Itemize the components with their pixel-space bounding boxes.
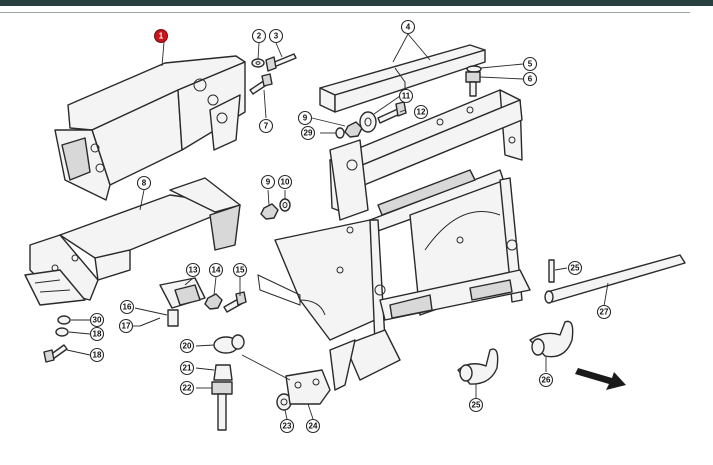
callout-3[interactable]: 3: [268, 28, 284, 44]
callout-22[interactable]: 22: [179, 380, 195, 396]
part-21-sleeve[interactable]: [195, 364, 233, 381]
part-7-bolt[interactable]: [249, 73, 273, 119]
part-24-block[interactable]: [241, 354, 331, 420]
part-25-pin-upper[interactable]: [548, 259, 568, 283]
callout-9-upper[interactable]: 9: [297, 110, 313, 126]
svg-text:29: 29: [304, 129, 313, 138]
part-20-bushing[interactable]: [195, 334, 245, 354]
callout-15[interactable]: 15: [232, 262, 248, 278]
callout-17[interactable]: 17: [118, 318, 134, 334]
part-12-bolt[interactable]: [377, 101, 407, 124]
svg-text:14: 14: [212, 266, 221, 275]
svg-text:18: 18: [93, 351, 102, 360]
part-27-shaft[interactable]: [544, 254, 686, 307]
svg-text:17: 17: [122, 322, 131, 331]
svg-text:23: 23: [283, 422, 292, 431]
svg-text:15: 15: [236, 266, 245, 275]
callout-27[interactable]: 27: [596, 304, 612, 320]
svg-text:30: 30: [93, 316, 102, 325]
svg-text:2: 2: [257, 32, 262, 41]
part-25-hook-lower[interactable]: [457, 348, 499, 398]
part-8-carrier[interactable]: [24, 177, 241, 306]
top-bar: [0, 0, 713, 6]
part-29-washer[interactable]: [320, 127, 345, 139]
part-26-hook[interactable]: [529, 320, 574, 372]
callout-5[interactable]: 5: [522, 56, 538, 72]
callout-21[interactable]: 21: [179, 360, 195, 376]
callout-1[interactable]: 1: [154, 29, 168, 43]
svg-text:18: 18: [93, 330, 102, 339]
svg-text:5: 5: [528, 60, 533, 69]
part-1-housing[interactable]: [54, 41, 246, 201]
svg-text:10: 10: [281, 178, 290, 187]
part-9-nut-upper[interactable]: [311, 117, 363, 138]
main-frame[interactable]: [257, 89, 531, 391]
part-23-washer[interactable]: [276, 393, 292, 420]
callout-18-mid[interactable]: 18: [89, 326, 105, 342]
callout-18-lower[interactable]: 18: [89, 347, 105, 363]
callout-30[interactable]: 30: [89, 312, 105, 328]
svg-text:25: 25: [571, 264, 580, 273]
part-2-washer[interactable]: [251, 42, 265, 68]
svg-text:24: 24: [309, 422, 318, 431]
svg-text:7: 7: [264, 122, 269, 131]
part-4-rails[interactable]: [319, 33, 486, 113]
part-3-bolt[interactable]: [265, 42, 297, 72]
part-9-nut-lower[interactable]: [260, 189, 279, 220]
callout-23[interactable]: 23: [279, 418, 295, 434]
callout-9-lower[interactable]: 9: [260, 174, 276, 190]
callout-6[interactable]: 6: [522, 71, 538, 87]
part-13-clamp[interactable]: [159, 277, 206, 309]
callout-8[interactable]: 8: [136, 175, 152, 191]
direction-arrow-icon: [575, 368, 626, 390]
part-6-bolt[interactable]: [465, 71, 524, 97]
callout-26[interactable]: 26: [538, 372, 554, 388]
callout-24[interactable]: 24: [305, 418, 321, 434]
svg-text:22: 22: [183, 384, 192, 393]
svg-text:16: 16: [123, 303, 132, 312]
callout-12[interactable]: 12: [413, 104, 429, 120]
part-17-split-pin[interactable]: [133, 317, 161, 327]
svg-text:9: 9: [266, 178, 271, 187]
callout-7[interactable]: 7: [258, 118, 274, 134]
callout-4[interactable]: 4: [400, 19, 416, 35]
part-18-washer-mid[interactable]: [55, 327, 91, 337]
callout-13[interactable]: 13: [185, 262, 201, 278]
svg-text:9: 9: [303, 114, 308, 123]
svg-text:12: 12: [417, 108, 426, 117]
svg-text:26: 26: [542, 376, 551, 385]
callout-10[interactable]: 10: [277, 174, 293, 190]
callout-25-lower[interactable]: 25: [468, 397, 484, 413]
svg-text:1: 1: [159, 32, 164, 41]
callout-25-upper[interactable]: 25: [567, 260, 583, 276]
part-30-washer[interactable]: [57, 315, 90, 325]
callout-2[interactable]: 2: [251, 28, 267, 44]
callout-16[interactable]: 16: [119, 299, 135, 315]
part-10-washer[interactable]: [279, 190, 291, 212]
callout-11[interactable]: 11: [398, 88, 414, 104]
svg-text:13: 13: [189, 266, 198, 275]
svg-text:20: 20: [183, 342, 192, 351]
callout-29[interactable]: 29: [300, 125, 316, 141]
part-14-nut[interactable]: [204, 276, 223, 310]
svg-text:25: 25: [472, 401, 481, 410]
top-divider: [0, 12, 690, 13]
svg-text:27: 27: [600, 308, 609, 317]
callout-14[interactable]: 14: [208, 262, 224, 278]
svg-text:11: 11: [402, 92, 411, 101]
part-18-bolt-lower[interactable]: [43, 344, 91, 363]
callout-20[interactable]: 20: [179, 338, 195, 354]
svg-text:8: 8: [142, 179, 147, 188]
part-11-bushing[interactable]: [359, 95, 401, 133]
part-16-pin[interactable]: [134, 307, 179, 327]
part-15-bolt[interactable]: [223, 277, 247, 313]
part-22-bolt-long[interactable]: [196, 381, 233, 431]
svg-text:6: 6: [528, 75, 533, 84]
svg-text:3: 3: [274, 32, 279, 41]
svg-text:4: 4: [406, 23, 411, 32]
svg-text:21: 21: [183, 364, 192, 373]
